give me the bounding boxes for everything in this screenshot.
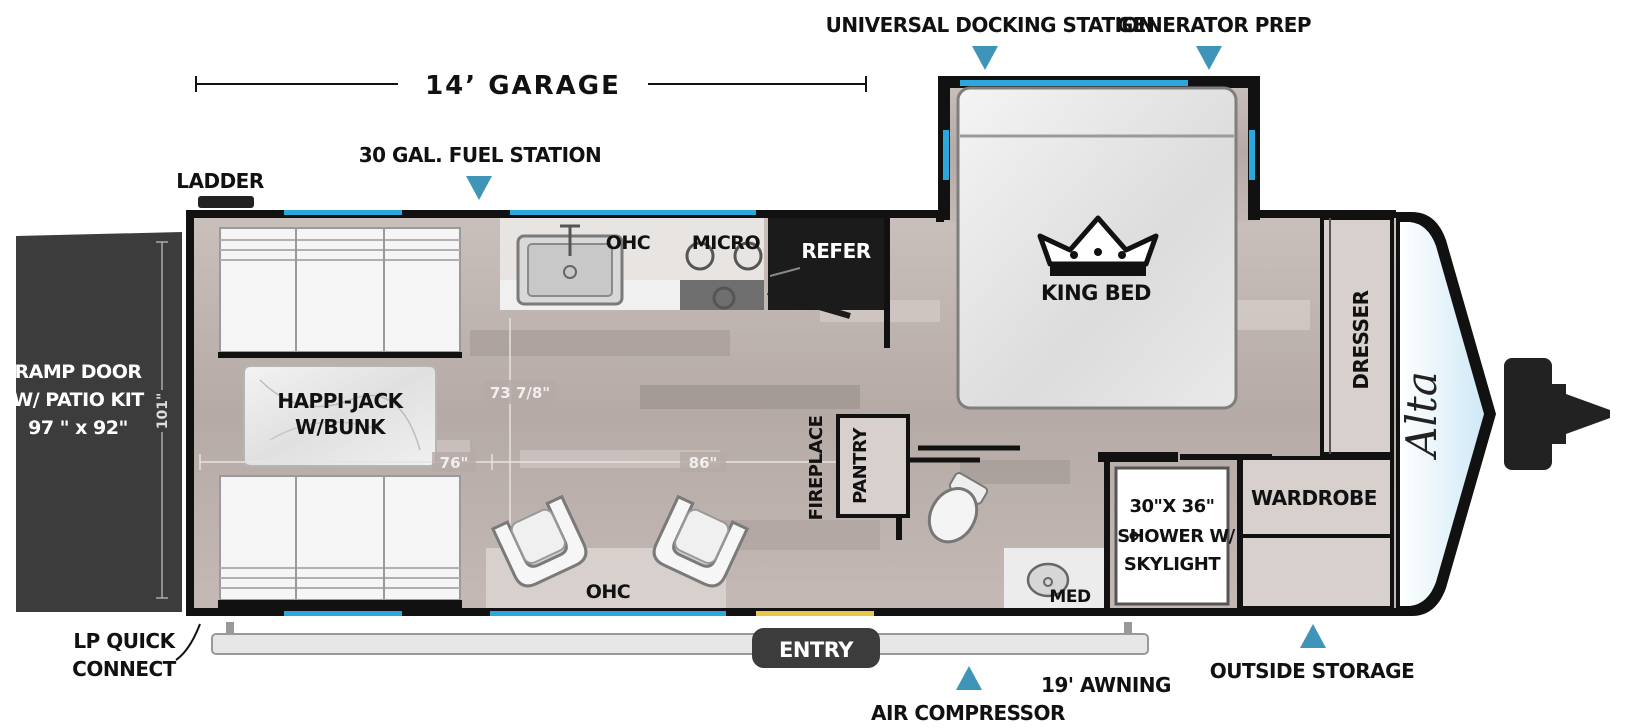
- bathroom: 30"X 36" SHOWER W/ SKYLIGHT MED: [1004, 452, 1272, 608]
- awning-label: 19' AWNING: [1041, 673, 1171, 697]
- kitchen-counter: OHC MICRO: [500, 218, 764, 310]
- ramp-door-line2: W/ PATIO KIT: [12, 389, 144, 411]
- wardrobe-label: WARDROBE: [1251, 486, 1377, 510]
- outside-storage-label: OUTSIDE STORAGE: [1210, 659, 1414, 683]
- outside-storage-marker-icon: [1300, 624, 1326, 648]
- armchair-icon: [652, 494, 750, 588]
- dresser: DRESSER: [1320, 216, 1394, 456]
- lp-pointer: [175, 623, 201, 661]
- bath-sink-icon: [1026, 562, 1070, 598]
- happijack-line1: HAPPI-JACK: [277, 389, 404, 413]
- trailer-hitch-icon: [1504, 358, 1610, 470]
- entry-label: ENTRY: [779, 638, 854, 662]
- awning: [211, 622, 1149, 655]
- wardrobe: WARDROBE: [1237, 456, 1394, 612]
- refer-label: REFER: [801, 239, 870, 263]
- window-top-1: [284, 210, 402, 215]
- ladder-icon: [198, 196, 254, 208]
- generator-marker-icon: [1196, 46, 1222, 70]
- ohc-bottom-label: OHC: [586, 581, 631, 603]
- ramp-door: RAMP DOOR W/ PATIO KIT 97 " x 92" 101": [12, 232, 182, 612]
- sofa-top: [218, 227, 462, 358]
- sink-icon: [516, 224, 624, 306]
- king-bed: KING BED: [956, 86, 1238, 410]
- docking-marker-icon: [972, 46, 998, 70]
- crown-icon: [1037, 215, 1159, 276]
- sofa-bottom: [218, 475, 462, 608]
- fireplace-label: FIREPLACE: [806, 416, 827, 521]
- dresser-label: DRESSER: [1349, 290, 1373, 389]
- lp-line2: CONNECT: [72, 657, 176, 681]
- happijack-line2: W/BUNK: [295, 415, 387, 439]
- king-bed-label: KING BED: [1041, 281, 1151, 305]
- entry-badge: ENTRY: [752, 628, 880, 668]
- fuel-station-label: 30 GAL. FUEL STATION: [359, 143, 602, 167]
- brand-logo: Alta: [1397, 371, 1446, 461]
- air-compressor-marker-icon: [956, 666, 982, 690]
- ladder-label: LADDER: [176, 169, 264, 193]
- dim-73-label: 73 7/8": [490, 384, 550, 402]
- generator-prep-label: GENERATOR PREP: [1117, 13, 1311, 37]
- refrigerator: REFER: [767, 218, 890, 348]
- shower-drain-icon: [1129, 531, 1139, 541]
- stove-burner-icon: [685, 241, 763, 310]
- garage-dimension: 14’ GARAGE: [195, 71, 867, 101]
- micro-label: MICRO: [692, 232, 761, 254]
- dim-76-label: 76": [440, 454, 469, 472]
- shower-line2: SHOWER W/: [1117, 526, 1235, 547]
- garage-label: 14’ GARAGE: [425, 71, 621, 101]
- dim-86-label: 86": [689, 454, 718, 472]
- pantry-label: PANTRY: [850, 427, 871, 504]
- ramp-height-label: 101": [155, 393, 171, 430]
- window-bottom-2: [490, 611, 726, 616]
- ohc-top-label: OHC: [606, 232, 651, 254]
- pantry: PANTRY FIREPLACE: [806, 414, 910, 521]
- window-bottom-1: [284, 611, 402, 616]
- entry-door-strip: [756, 611, 874, 616]
- shower-line3: SKYLIGHT: [1124, 554, 1221, 575]
- fuel-marker-icon: [466, 176, 492, 200]
- air-compressor-label: AIR COMPRESSOR: [871, 701, 1065, 725]
- universal-docking-label: UNIVERSAL DOCKING STATION: [826, 13, 1155, 37]
- shower-line1: 30"X 36": [1130, 496, 1215, 517]
- ramp-door-line1: RAMP DOOR: [15, 361, 143, 383]
- happijack-bunk: HAPPI-JACK W/BUNK: [243, 365, 437, 467]
- med-label: MED: [1049, 587, 1091, 607]
- armchair-icon: [490, 494, 588, 588]
- lp-line1: LP QUICK: [73, 629, 176, 653]
- front-cap: Alta: [1396, 212, 1496, 616]
- ramp-door-line3: 97 " x 92": [28, 417, 128, 439]
- window-top-2: [510, 210, 756, 215]
